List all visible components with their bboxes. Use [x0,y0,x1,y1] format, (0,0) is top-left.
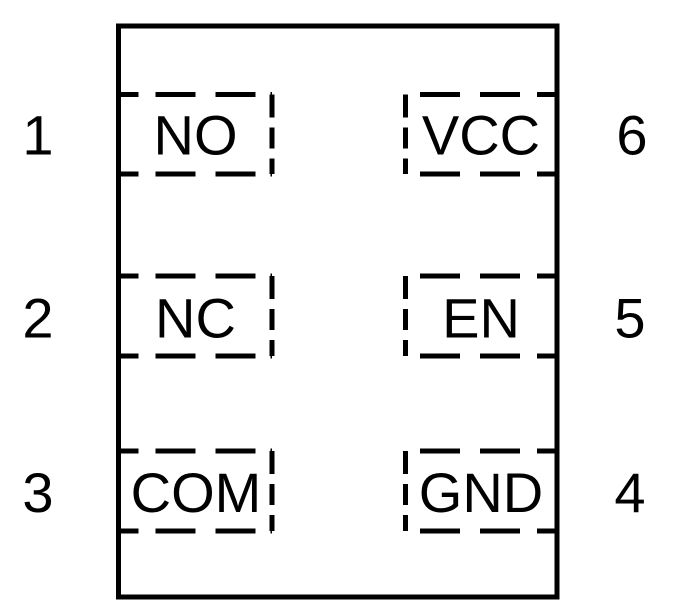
pin-number-6: 6 [616,104,647,167]
pin-number-2: 2 [22,287,53,350]
pin-label-com: COM [131,461,262,524]
package-outline [116,23,560,600]
pin-label-gnd: GND [419,461,543,524]
pin-box-en [403,273,557,359]
pin-number-4: 4 [614,461,645,524]
pin-box-com [118,448,275,534]
pin-label-nc: NC [155,287,236,350]
pin-number-1: 1 [22,104,53,167]
pin-box-vcc [403,92,557,177]
pin-box-gnd [403,448,557,534]
pin-box-nc [118,273,275,359]
pin-label-en: EN [442,287,520,350]
pin-label-vcc: VCC [422,104,540,167]
pin-number-5: 5 [614,287,645,350]
pin-label-no: NO [154,104,238,167]
pin-box-no [118,92,275,177]
pin-number-3: 3 [22,461,53,524]
